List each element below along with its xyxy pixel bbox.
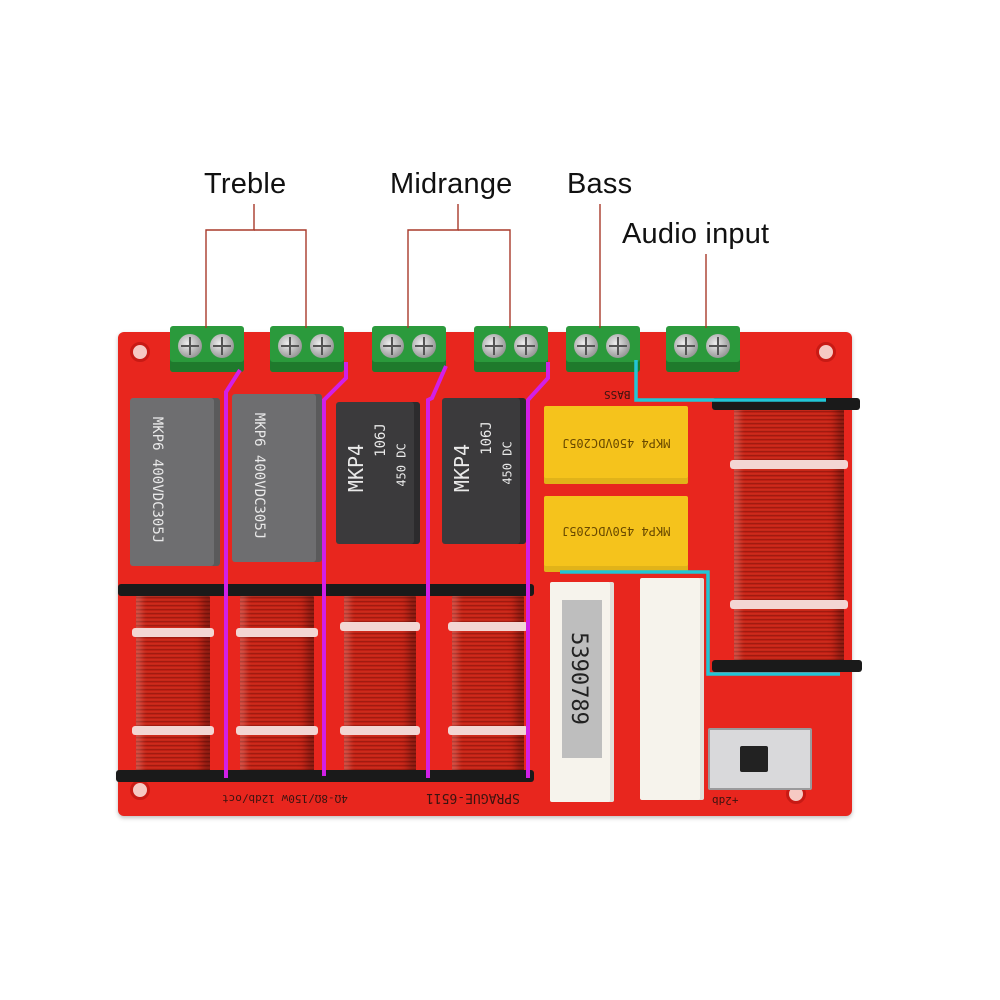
coil-bracket-bottom: [116, 770, 534, 782]
bass-coil-bracket-top: [712, 398, 860, 410]
terminal-treble-1[interactable]: [170, 326, 244, 372]
attenuation-switch[interactable]: [708, 728, 812, 790]
bass-coil-bracket-bottom: [712, 660, 862, 672]
capacitor-midrange-1: MKP4 106J 450 DC: [336, 402, 420, 544]
capacitor-midrange-2-voltage: 450 DC: [500, 441, 515, 485]
resistor-1: 5390789: [550, 582, 614, 802]
treble-label: Treble: [204, 168, 287, 200]
terminal-audio-input[interactable]: [666, 326, 740, 372]
inductor-midrange-1: [340, 594, 420, 776]
capacitor-midrange-1-value: 106J: [372, 423, 389, 457]
coil-bracket-top: [118, 584, 534, 596]
capacitor-midrange-2-brand: MKP4: [450, 443, 475, 493]
midrange-label: Midrange: [390, 168, 513, 200]
terminal-midrange-1[interactable]: [372, 326, 446, 372]
capacitor-midrange-2-value: 106J: [478, 421, 495, 455]
switch-silkscreen: +2db: [712, 794, 739, 807]
capacitor-bass-2: MKP4 450VDC205J: [544, 496, 688, 572]
midrange-callout: [407, 204, 459, 328]
inductor-bass: [730, 404, 848, 664]
capacitor-midrange-2: MKP4 106J 450 DC: [442, 398, 526, 544]
audio-input-label: Audio input: [622, 218, 770, 250]
capacitor-bass-2-label: MKP4 450VDC205J: [562, 524, 671, 538]
capacitor-midrange-1-voltage: 450 DC: [394, 443, 409, 487]
mount-hole-top-left: [130, 342, 150, 362]
capacitor-midrange-1-brand: MKP4: [344, 443, 369, 493]
capacitor-bass-1-label: MKP4 450VDC205J: [562, 436, 671, 450]
bass-silkscreen: BASS: [604, 388, 631, 401]
inductor-treble-2: [236, 594, 318, 776]
inductor-midrange-2: [448, 594, 528, 776]
treble-callout: [205, 204, 255, 328]
capacitor-treble-1: MKP6 400VDC305J: [130, 398, 220, 566]
resistor-sticker-number: 5390789: [565, 632, 591, 725]
capacitor-treble-1-label: MKP6 400VDC305J: [149, 416, 166, 544]
mount-hole-top-right: [816, 342, 836, 362]
switch-slider[interactable]: [740, 746, 768, 772]
bass-label: Bass: [567, 168, 633, 200]
mount-hole-bottom-left: [130, 780, 150, 800]
resistor-2: [640, 578, 704, 800]
board-model: SPRAGUE-6511: [426, 790, 520, 805]
terminal-midrange-2[interactable]: [474, 326, 548, 372]
capacitor-treble-2: MKP6 400VDC305J: [232, 394, 322, 562]
capacitor-bass-1: MKP4 450VDC205J: [544, 406, 688, 484]
board-spec: 4Ω-8Ω/150w 12db/oct: [222, 792, 348, 805]
terminal-treble-2[interactable]: [270, 326, 344, 372]
inductor-treble-1: [132, 594, 214, 776]
capacitor-treble-2-label: MKP6 400VDC305J: [251, 412, 268, 540]
terminal-bass[interactable]: [566, 326, 640, 372]
